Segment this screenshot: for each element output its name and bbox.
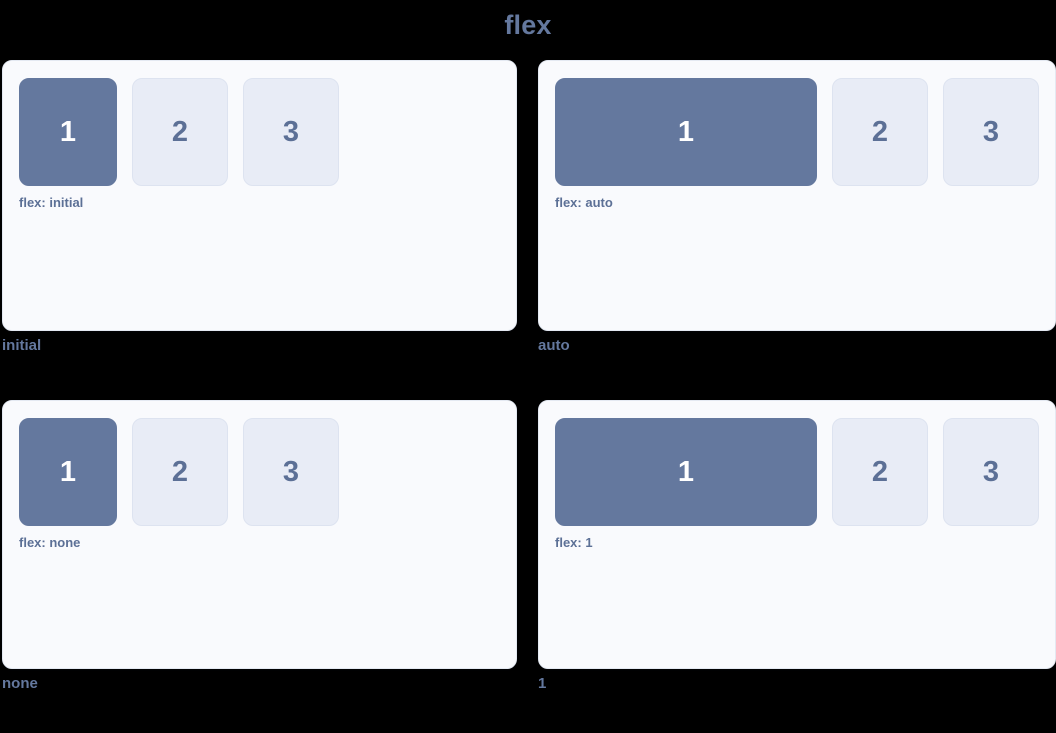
flex-item-1: 1 xyxy=(19,418,117,526)
flex-item-3: 3 xyxy=(943,418,1039,526)
flex-container-initial: 1 2 3 xyxy=(19,78,500,186)
flex-item-label: 2 xyxy=(171,455,189,488)
flex-container-auto: 1 2 3 xyxy=(555,78,1039,186)
flex-item-1: 1 xyxy=(555,418,817,526)
demo-label: auto xyxy=(538,337,570,354)
demo-caption: flex: auto xyxy=(555,195,613,210)
demo-label: initial xyxy=(2,337,42,354)
flex-item-3: 3 xyxy=(243,418,339,526)
demo-card-auto: 1 2 3 flex: auto xyxy=(538,60,1056,331)
demo-card-initial: 1 2 3 flex: initial xyxy=(2,60,517,331)
demo-grid: 1 2 3 flex: initial initial 1 2 3 flex: … xyxy=(2,60,1056,694)
demo-caption: flex: none xyxy=(19,535,81,550)
demo-card-one: 1 2 3 flex: 1 xyxy=(538,400,1056,669)
flex-item-2: 2 xyxy=(832,418,928,526)
demo-block-auto: 1 2 3 flex: auto auto xyxy=(538,60,1056,356)
demo-block-none: 1 2 3 flex: none none xyxy=(2,400,517,694)
flex-item-label: 3 xyxy=(282,455,300,488)
flex-item-label: 3 xyxy=(282,115,300,148)
flex-item-label: 1 xyxy=(59,115,77,148)
flex-container-none: 1 2 3 xyxy=(19,418,500,526)
demo-card-none: 1 2 3 flex: none xyxy=(2,400,517,669)
flex-item-label: 1 xyxy=(677,115,695,148)
flex-container-one: 1 2 3 xyxy=(555,418,1039,526)
demo-label: none xyxy=(2,675,38,692)
flex-item-1: 1 xyxy=(19,78,117,186)
flex-item-label: 2 xyxy=(871,455,889,488)
flex-item-label: 2 xyxy=(871,115,889,148)
demo-label: 1 xyxy=(538,675,547,692)
flex-item-1: 1 xyxy=(555,78,817,186)
flex-item-label: 2 xyxy=(171,115,189,148)
flex-item-3: 3 xyxy=(943,78,1039,186)
demo-caption: flex: initial xyxy=(19,195,84,210)
flex-item-3: 3 xyxy=(243,78,339,186)
demo-caption: flex: 1 xyxy=(555,535,593,550)
flex-item-2: 2 xyxy=(832,78,928,186)
flex-item-label: 3 xyxy=(982,455,1000,488)
page-title: flex xyxy=(504,10,552,40)
flex-item-2: 2 xyxy=(132,418,228,526)
demo-block-initial: 1 2 3 flex: initial initial xyxy=(2,60,517,356)
demo-block-one: 1 2 3 flex: 1 1 xyxy=(538,400,1056,694)
flex-item-label: 1 xyxy=(677,455,695,488)
flex-item-label: 1 xyxy=(59,455,77,488)
flex-item-label: 3 xyxy=(982,115,1000,148)
flex-item-2: 2 xyxy=(132,78,228,186)
